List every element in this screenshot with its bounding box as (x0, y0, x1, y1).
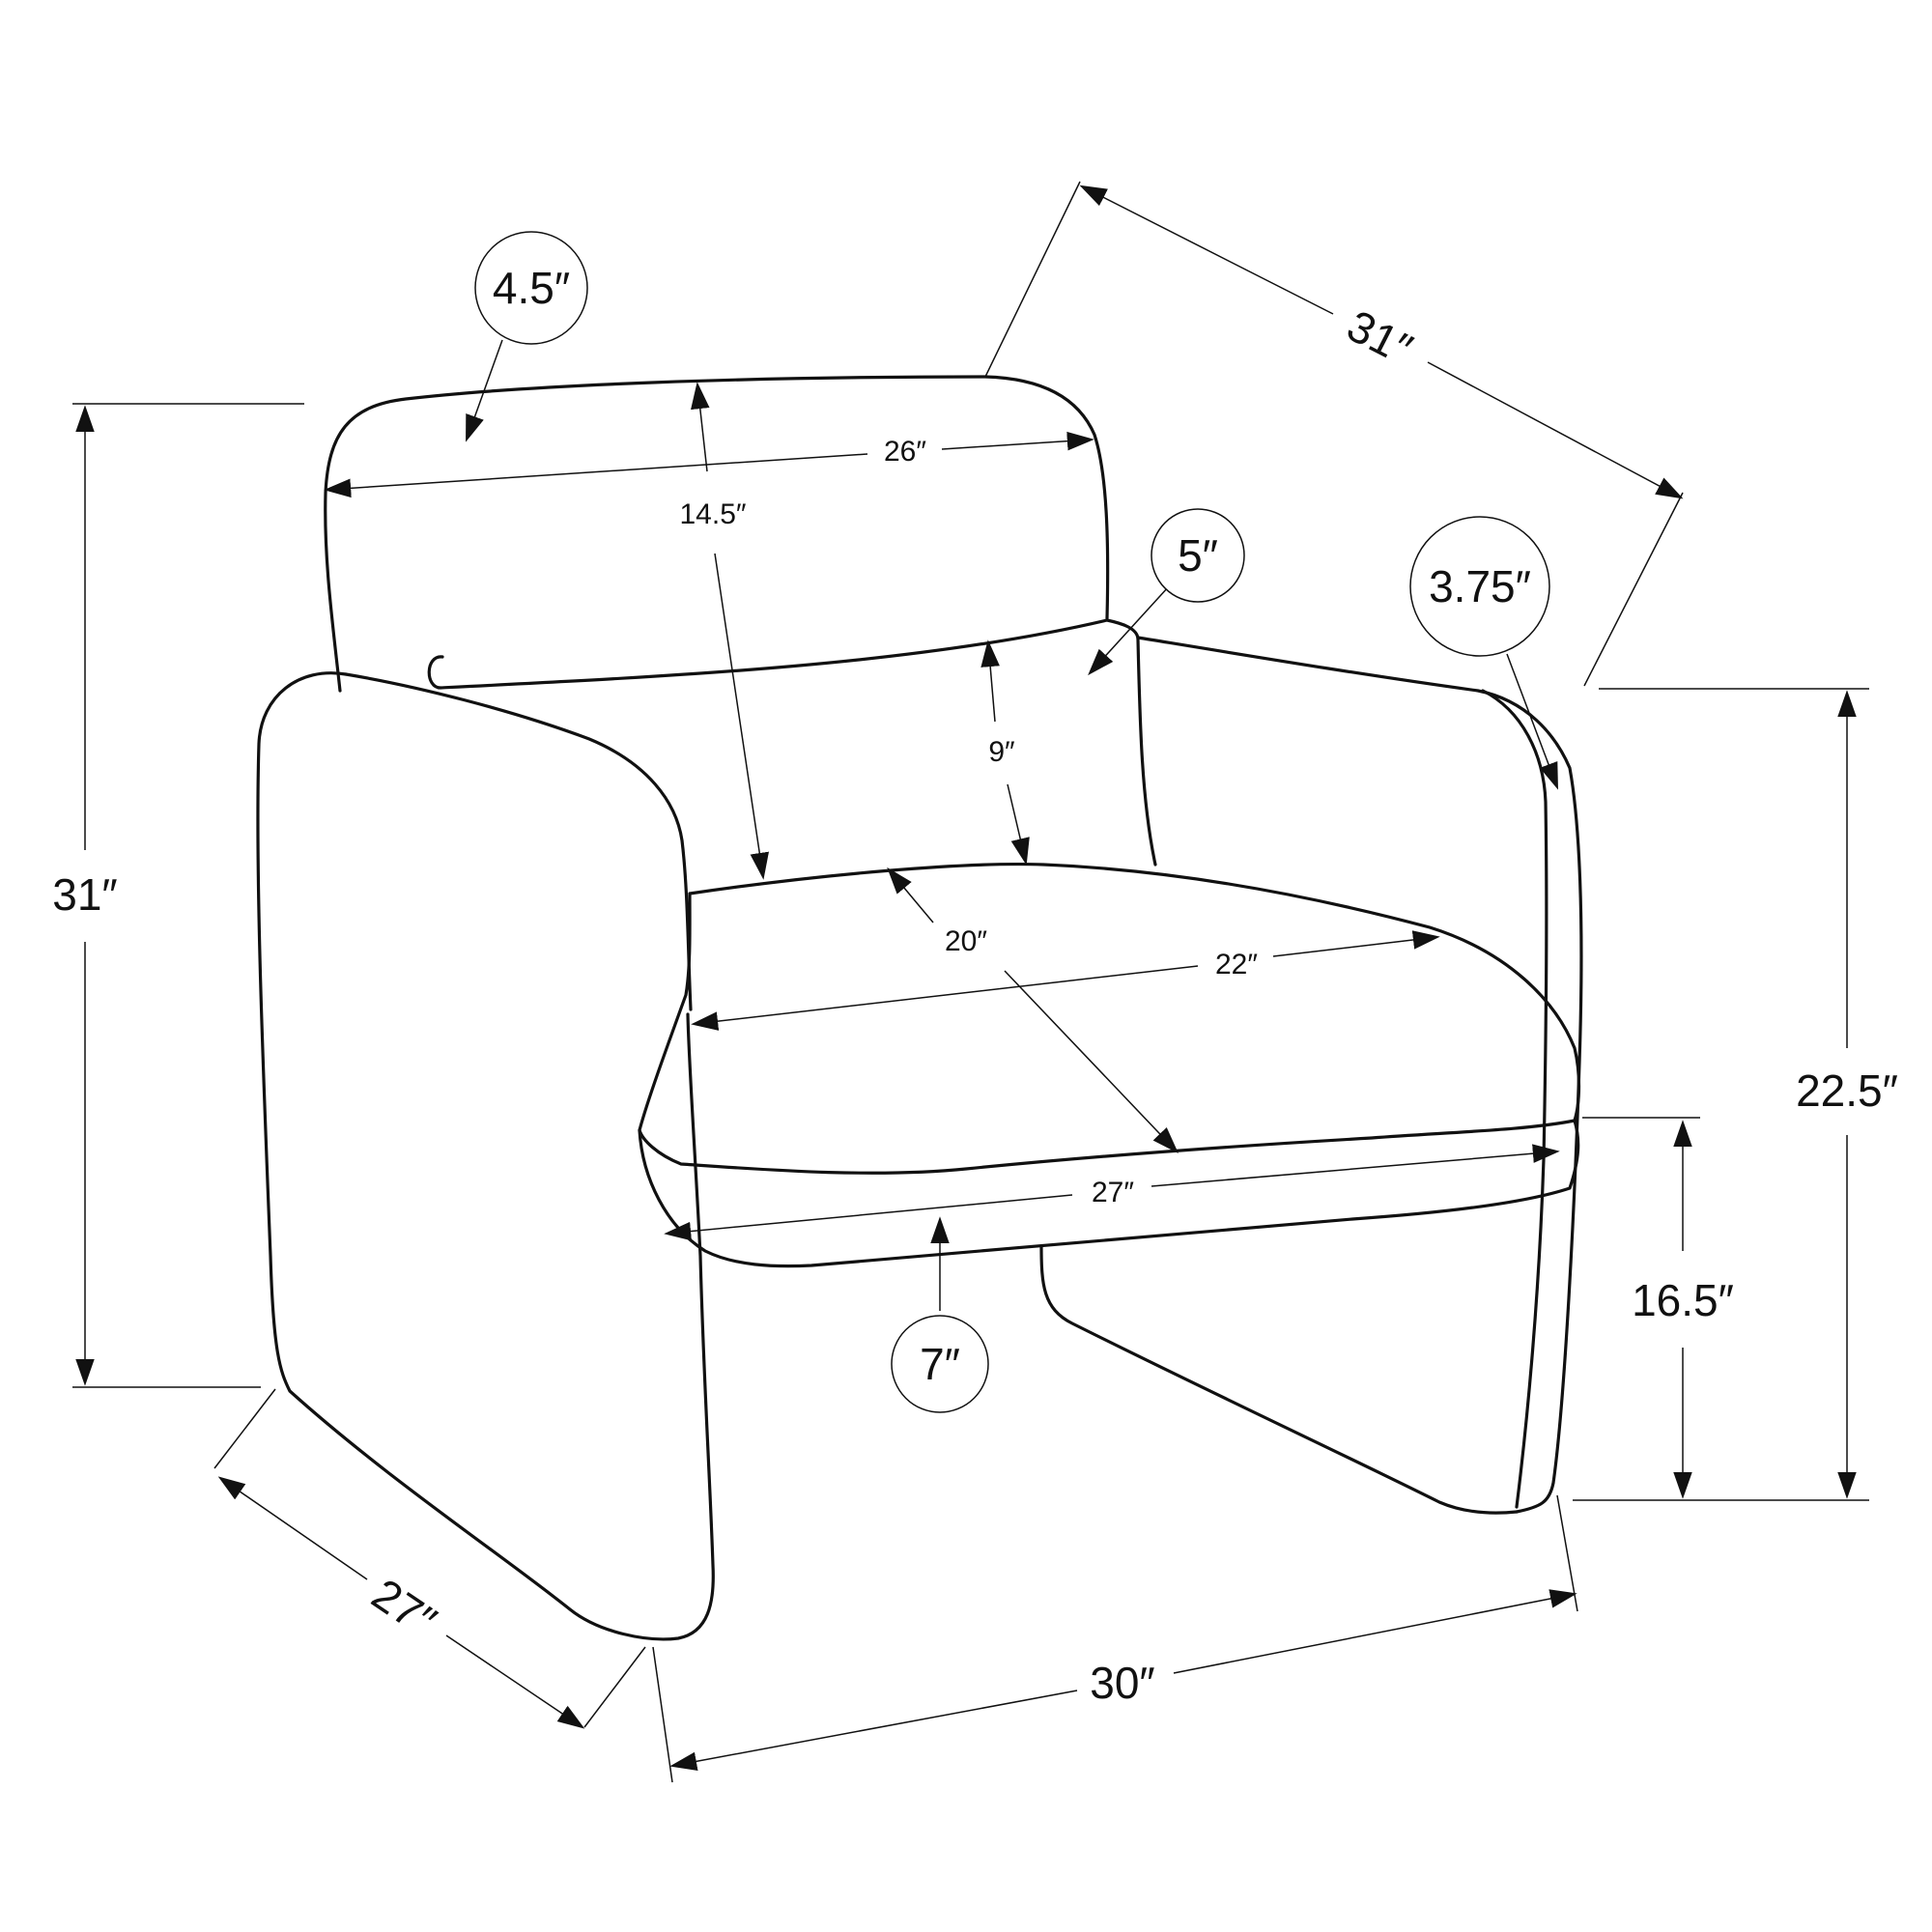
pillow-height-label: 9″ (988, 736, 1015, 768)
side-depth-label: 27″ (363, 1569, 445, 1647)
right-side-panel (1039, 1244, 1519, 1515)
seat-front-arrow-b (1151, 1144, 1560, 1187)
seat-depth-label: 20″ (945, 925, 987, 957)
callout-circle-arm (1409, 516, 1550, 657)
side-depth-arrow-a (217, 1476, 368, 1580)
seat-front-face (638, 1119, 1580, 1268)
callout-circles (474, 231, 1550, 1413)
left-arm-top (344, 672, 693, 1011)
seat-width-arrow-b (1272, 930, 1440, 957)
backrest-outline (324, 375, 1110, 693)
left-arm-front (256, 671, 715, 1641)
callout-circle-backrest (474, 231, 588, 345)
right-arm-outline (1136, 636, 1583, 1514)
callout-label-seat: 7″ (920, 1339, 960, 1389)
chair-outline (256, 375, 1583, 1641)
seat-width-arrow-a (691, 965, 1199, 1031)
callout-circle-pillow (1151, 508, 1245, 603)
callout-leader-backrest (466, 339, 503, 442)
backrest-width-arrow-b (941, 431, 1094, 451)
callout-label-pillow: 5″ (1178, 530, 1218, 581)
callout-label-backrest: 4.5″ (493, 263, 570, 313)
callout-leader-pillow (1088, 585, 1170, 676)
overall-width-label: 30″ (1090, 1658, 1154, 1708)
seat-width-label: 22″ (1215, 949, 1258, 980)
width-arrow-a (669, 1690, 1078, 1772)
callout-circle-seat (891, 1315, 989, 1413)
backrest-width-arrow-a (324, 453, 868, 498)
pillow-height-arrow-b (1007, 783, 1030, 866)
backrest-width-label: 26″ (884, 436, 926, 468)
seat-height-label: 16.5″ (1632, 1275, 1734, 1325)
overall-height-label: 31″ (52, 869, 117, 920)
side-depth-arrow-b (445, 1634, 585, 1729)
width-arrow-b (1173, 1589, 1577, 1674)
depth-arrow-a (1079, 185, 1334, 315)
seat-front-arrow-a (664, 1194, 1073, 1241)
depth-arrow-b (1427, 361, 1684, 499)
backrest-height-label: 14.5″ (679, 498, 746, 530)
pillow-outline (427, 618, 1157, 867)
right-arm-inner (1481, 689, 1548, 1509)
arm-height-label: 22.5″ (1796, 1065, 1898, 1116)
pillow-height-arrow-a (980, 639, 1000, 723)
callout-label-arm: 3.75″ (1429, 561, 1531, 611)
backrest-height-arrow-a (691, 382, 710, 472)
backrest-height-arrow-b (714, 553, 769, 880)
dimension-labels: 31″ 27″ 30″ 22.5″ 16.5″ 31″ 26″ 14.5″ 9″… (52, 263, 1898, 1708)
seat-depth-arrow-b (1004, 970, 1179, 1154)
seat-cushion-outline (638, 862, 1581, 1175)
dimension-lines (72, 181, 1869, 1783)
overall-depth-label: 31″ (1340, 300, 1421, 375)
seat-depth-arrow-a (887, 867, 934, 923)
callout-leader-arm (1506, 653, 1558, 790)
seat-front-width-label: 27″ (1092, 1177, 1134, 1208)
